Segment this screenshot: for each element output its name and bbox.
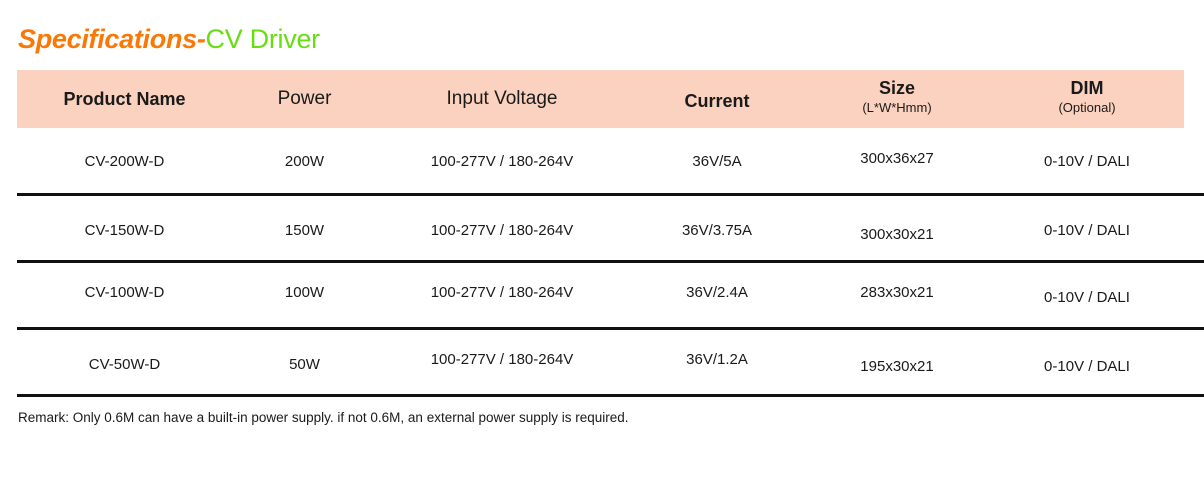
specifications-table: Product Name Power Input Voltage Current… bbox=[0, 70, 1204, 397]
table-grid: Product Name Power Input Voltage Current… bbox=[0, 70, 1204, 397]
cell-dim: 0-10V / DALI bbox=[1044, 289, 1130, 306]
cell-product-name: CV-100W-D bbox=[84, 284, 165, 301]
remark-text: Remark: Only 0.6M can have a built-in po… bbox=[18, 410, 629, 425]
column-header-dim-label: DIM bbox=[1070, 77, 1104, 98]
cell-size: 300x30x21 bbox=[860, 226, 934, 243]
cell-input-voltage: 100-277V / 180-264V bbox=[430, 153, 574, 170]
cell-input-voltage: 100-277V / 180-264V bbox=[430, 284, 574, 301]
row-divider bbox=[17, 394, 1204, 397]
cell-input-voltage: 100-277V / 180-264V bbox=[430, 222, 574, 239]
cell-power: 200W bbox=[284, 153, 325, 170]
column-header-input-voltage: Input Voltage bbox=[446, 88, 558, 109]
table-header-row: Product Name Power Input Voltage Current… bbox=[0, 70, 1204, 128]
page-title-main: Specifications- bbox=[18, 24, 206, 54]
table-row: CV-200W-D 200W 100-277V / 180-264V 36V/5… bbox=[0, 128, 1204, 196]
column-header-product-name: Product Name bbox=[63, 88, 186, 109]
column-header-size: Size (L*W*Hmm) bbox=[807, 78, 987, 115]
column-header-power: Power bbox=[277, 88, 332, 109]
cell-size: 300x36x27 bbox=[860, 150, 934, 167]
column-header-dim: DIM (Optional) bbox=[987, 78, 1187, 115]
cell-power: 50W bbox=[289, 356, 320, 373]
cell-dim: 0-10V / DALI bbox=[1044, 222, 1130, 239]
column-header-size-label: Size bbox=[878, 77, 916, 98]
table-row: CV-150W-D 150W 100-277V / 180-264V 36V/3… bbox=[0, 195, 1204, 263]
cell-dim: 0-10V / DALI bbox=[1044, 358, 1130, 375]
cell-current: 36V/2.4A bbox=[686, 284, 748, 301]
row-divider bbox=[17, 327, 1204, 330]
cell-size: 195x30x21 bbox=[860, 358, 934, 375]
row-divider bbox=[17, 193, 1204, 196]
cell-input-voltage: 100-277V / 180-264V bbox=[430, 351, 574, 368]
cell-product-name: CV-50W-D bbox=[88, 356, 161, 373]
cell-dim: 0-10V / DALI bbox=[1044, 153, 1130, 170]
table-row: CV-100W-D 100W 100-277V / 180-264V 36V/2… bbox=[0, 262, 1204, 330]
cell-size: 283x30x21 bbox=[860, 284, 934, 301]
page-title: Specifications-CV Driver bbox=[18, 26, 320, 53]
page-title-sub: CV Driver bbox=[205, 24, 321, 54]
table-header-background bbox=[17, 70, 1184, 128]
cell-product-name: CV-200W-D bbox=[84, 153, 165, 170]
cell-power: 100W bbox=[284, 284, 325, 301]
cell-current: 36V/3.75A bbox=[681, 222, 753, 239]
column-header-size-sublabel: (L*W*Hmm) bbox=[862, 99, 932, 115]
table-row: CV-50W-D 50W 100-277V / 180-264V 36V/1.2… bbox=[0, 329, 1204, 397]
cell-power: 150W bbox=[284, 222, 325, 239]
row-divider bbox=[17, 260, 1204, 263]
column-header-current: Current bbox=[684, 90, 750, 111]
cell-product-name: CV-150W-D bbox=[84, 222, 165, 239]
cell-current: 36V/5A bbox=[692, 153, 742, 170]
cell-current: 36V/1.2A bbox=[686, 351, 748, 368]
column-header-dim-sublabel: (Optional) bbox=[1058, 99, 1116, 115]
